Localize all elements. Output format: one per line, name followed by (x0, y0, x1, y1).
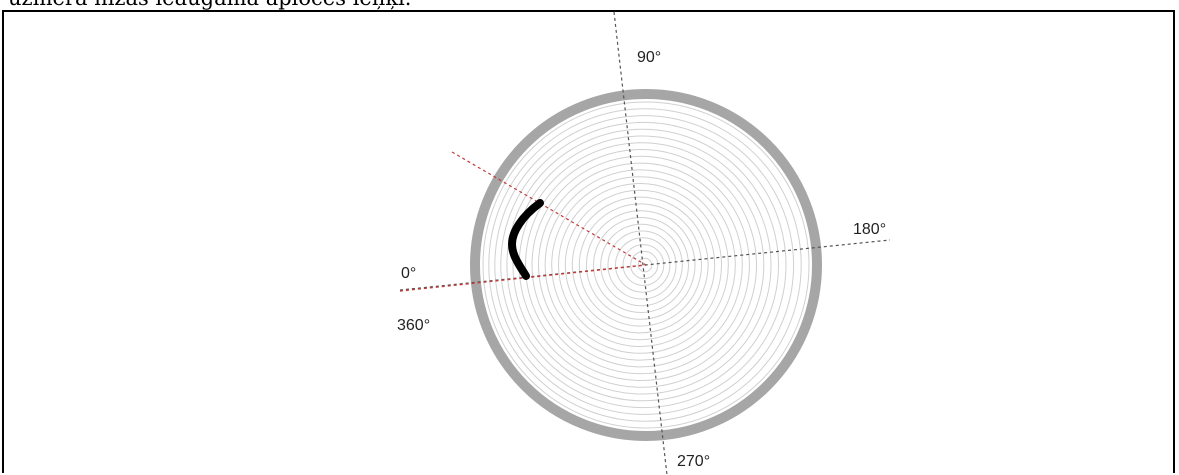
growth-ring (578, 203, 703, 327)
growth-ring (551, 176, 729, 354)
growth-ring (525, 149, 757, 381)
caption-text: uzmērā nīzas leāugamā aplocēs ieņķi. (8, 0, 411, 10)
figure-frame (2, 10, 1175, 473)
outer-bark-ring (470, 89, 822, 441)
growth-rings (482, 101, 810, 429)
measurement-line-start (399, 264, 647, 292)
growth-ring (571, 196, 709, 334)
growth-ring (558, 183, 722, 347)
growth-ring (482, 101, 810, 429)
defect-mark (507, 199, 544, 280)
label-180: 180° (853, 221, 886, 238)
measurement-line-end (451, 151, 647, 266)
growth-ring (564, 189, 716, 341)
label-0: 0° (401, 265, 416, 282)
growth-ring (637, 257, 653, 273)
label-90: 90° (637, 49, 661, 66)
growth-ring (622, 244, 665, 286)
growth-ring (630, 250, 659, 280)
growth-ring (500, 121, 787, 409)
growth-ring (538, 162, 743, 368)
growth-ring (585, 210, 696, 320)
growth-ring (615, 237, 671, 293)
growth-ring (494, 115, 795, 415)
growth-ring (600, 223, 683, 307)
growth-ring (544, 169, 736, 361)
label-270: 270° (677, 453, 710, 470)
growth-ring (488, 108, 802, 422)
growth-ring (512, 135, 772, 395)
growth-ring (607, 230, 677, 300)
growth-ring (531, 155, 750, 375)
growth-ring (593, 217, 689, 313)
label-360: 360° (397, 317, 430, 334)
growth-ring (506, 128, 780, 402)
